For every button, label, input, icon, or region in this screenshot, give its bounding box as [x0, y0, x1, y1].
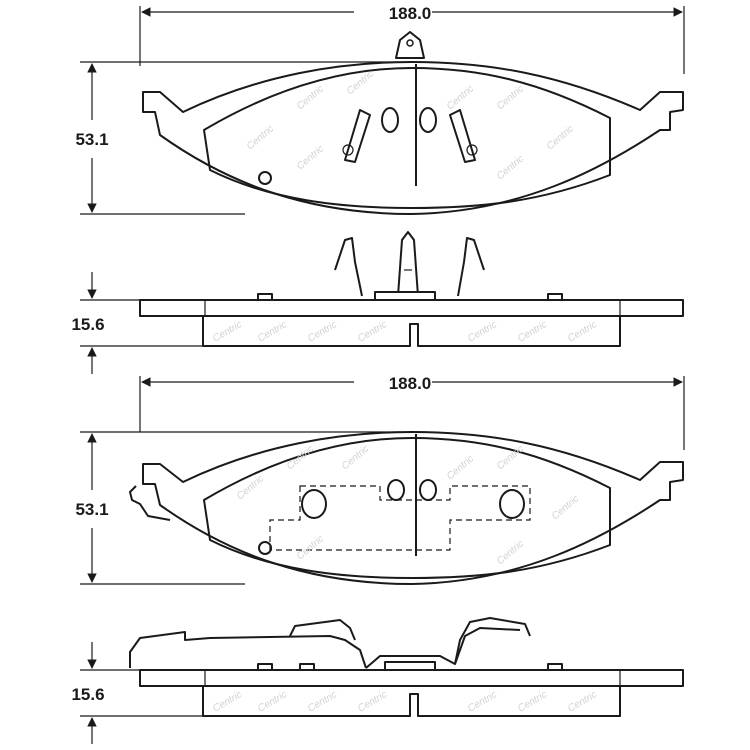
- svg-text:Centric: Centric: [211, 689, 244, 714]
- bottom-thickness-label: 15.6: [71, 685, 104, 704]
- top-pad-side-view: Centric Centric Centric Centric Centric …: [71, 231, 684, 374]
- svg-text:Centric: Centric: [356, 689, 389, 714]
- svg-text:Centric: Centric: [306, 689, 339, 714]
- bottom-pad-side-view: Centric Centric Centric Centric Centric …: [71, 617, 684, 744]
- bottom-pad-front-view: 188.0 53.1 Centric Centric Centric Centr…: [75, 374, 685, 585]
- top-pad-front-view: 188.0 53.1 Centric Centric Centric Centr…: [75, 4, 685, 215]
- svg-text:Centric: Centric: [466, 319, 499, 344]
- top-side-friction: [202, 315, 621, 347]
- bottom-side-friction: [202, 685, 621, 717]
- bottom-locating-hole: [258, 541, 272, 555]
- bottom-backing-plate: [142, 431, 684, 585]
- svg-text:Centric: Centric: [466, 689, 499, 714]
- top-width-label: 188.0: [389, 4, 432, 23]
- bottom-friction-material: [203, 437, 611, 579]
- bottom-side-watermark: Centric Centric Centric Centric Centric …: [211, 689, 599, 714]
- svg-text:Centric: Centric: [256, 319, 289, 344]
- svg-text:Centric: Centric: [256, 689, 289, 714]
- top-backing-plate: [142, 61, 684, 215]
- svg-text:Centric: Centric: [306, 319, 339, 344]
- bottom-height-label: 53.1: [75, 500, 108, 519]
- top-side-watermark: Centric Centric Centric Centric Centric …: [211, 319, 599, 344]
- top-height-label: 53.1: [75, 130, 108, 149]
- svg-text:Centric: Centric: [211, 319, 244, 344]
- top-friction-material: [203, 67, 611, 209]
- top-locating-hole: [258, 171, 272, 185]
- svg-text:Centric: Centric: [516, 319, 549, 344]
- svg-text:Centric: Centric: [356, 319, 389, 344]
- svg-text:Centric: Centric: [566, 689, 599, 714]
- svg-text:Centric: Centric: [566, 319, 599, 344]
- bottom-width-label: 188.0: [389, 374, 432, 393]
- svg-text:Centric: Centric: [516, 689, 549, 714]
- top-thickness-label: 15.6: [71, 315, 104, 334]
